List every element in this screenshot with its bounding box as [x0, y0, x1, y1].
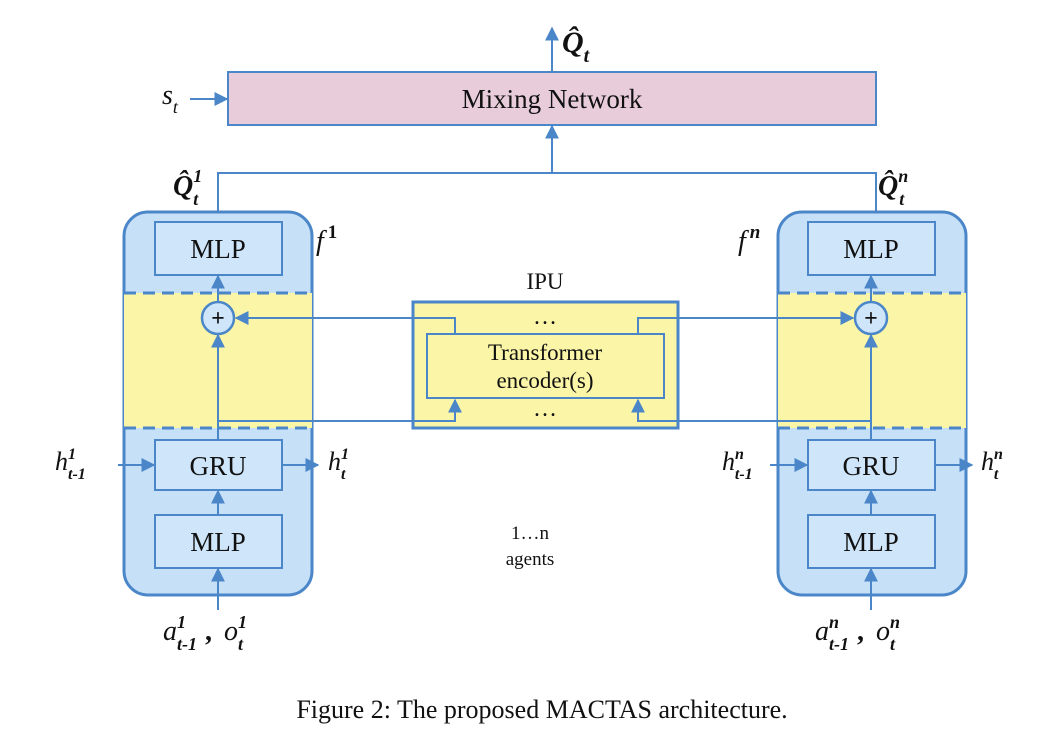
mixing-output-label: Q̂t [562, 26, 591, 67]
agent-1-mlp-top-label: MLP [190, 234, 246, 264]
agent-1-mlp-bottom [154, 514, 283, 569]
ipu-input-left [218, 398, 462, 422]
agent-n-sum-label: + [864, 306, 878, 332]
state-label: st [162, 80, 179, 117]
ipu-output-right [637, 311, 855, 334]
mixing-network: Mixing Network [227, 71, 877, 126]
ipu-input-right [631, 398, 871, 422]
agent-1-sum-label: + [211, 306, 225, 332]
transformer-encoder-label-1: Transformer [488, 340, 602, 365]
transformer-encoder-label-2: encoder(s) [496, 368, 593, 393]
agents-note-line-2: agents [506, 549, 555, 570]
figure-caption: Figure 2: The proposed MACTAS architectu… [296, 695, 787, 724]
agent-1-mlp-bottom-label: MLP [190, 527, 246, 557]
ipu-dots-bottom: … [533, 396, 557, 422]
agent-n-mlp-bottom [807, 514, 936, 569]
ipu-output-left [234, 311, 456, 334]
transformer-encoder-box [426, 333, 665, 399]
ipu-label: IPU [526, 269, 563, 294]
agent-n: MLP GRU MLP + [770, 210, 974, 610]
agent-1: MLP GRU MLP + [118, 210, 320, 610]
agent-n-mlp-bottom-label: MLP [843, 527, 899, 557]
agents-note-line-1: 1…n [511, 523, 550, 544]
ipu: IPU Transformer encoder(s) … … [411, 269, 680, 430]
agent-n-gru-label: GRU [842, 451, 899, 481]
agent-q-connector [217, 172, 877, 212]
mixing-network-label: Mixing Network [462, 84, 643, 114]
agent-n-mlp-top-label: MLP [843, 234, 899, 264]
ipu-dots-top: … [533, 304, 557, 330]
mixing-network-box [227, 71, 877, 126]
agent-1-gru-label: GRU [189, 451, 246, 481]
